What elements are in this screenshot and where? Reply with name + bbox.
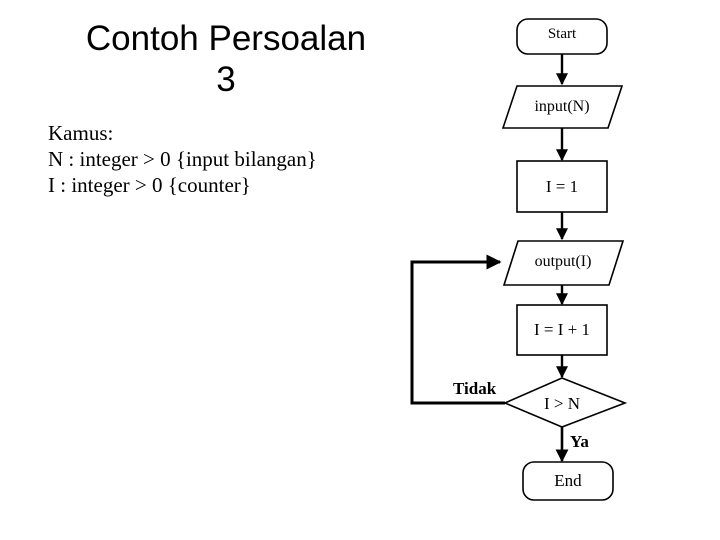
page-title: Contoh Persoalan 3 [85, 19, 367, 99]
flow-node-input[interactable] [501, 85, 624, 129]
flow-node-start[interactable] [516, 18, 608, 55]
flow-connector-loopback-tidak [410, 254, 505, 405]
flow-node-init[interactable] [516, 160, 608, 213]
flow-branch-label-no: Tidak [453, 379, 497, 398]
flow-node-end[interactable] [522, 461, 614, 501]
declaration-block: Kamus: N : integer > 0 {input bilangan} … [48, 120, 448, 198]
declaration-header: Kamus: [48, 121, 114, 145]
flow-branch-label-yes: Ya [570, 432, 589, 451]
declaration-line-n: N : integer > 0 {input bilangan} [48, 147, 317, 171]
declaration-line-i: I : integer > 0 {counter} [48, 173, 251, 197]
flow-node-decision[interactable] [502, 377, 628, 428]
flow-node-increment[interactable] [516, 304, 608, 356]
flow-node-output[interactable] [502, 240, 625, 286]
